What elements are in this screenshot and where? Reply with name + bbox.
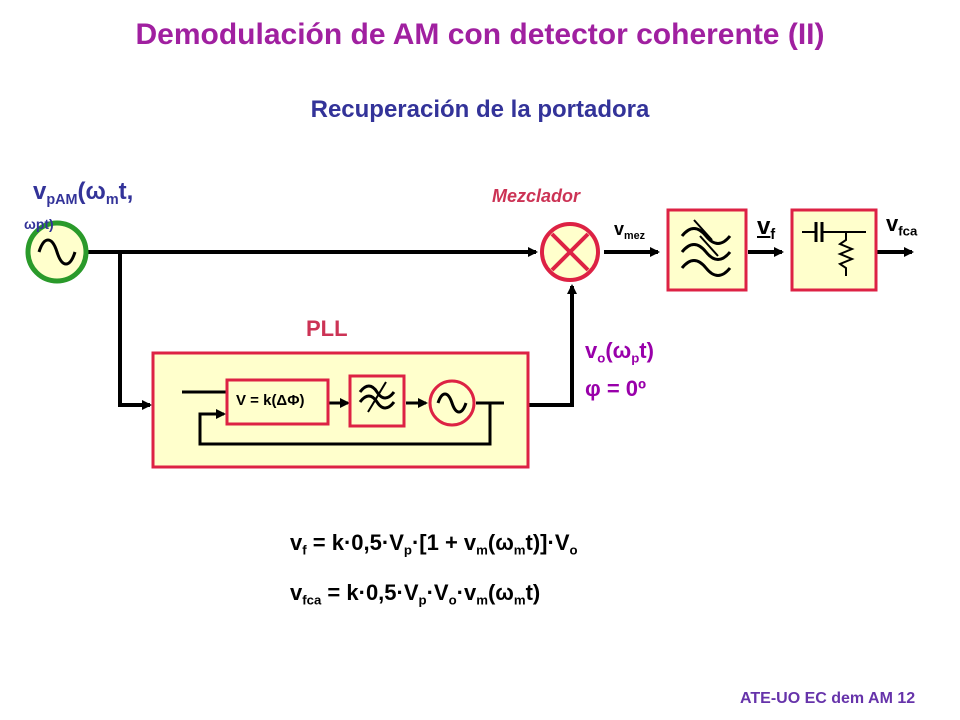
loop-filter-icon [348, 374, 406, 428]
wire-source-to-pll [118, 252, 152, 410]
mixer-label: Mezclador [492, 186, 581, 206]
equation-vfca: vfca = k·0,5·Vp·Vo·vm(ωmt) [290, 580, 541, 608]
dc-block-icon [790, 208, 878, 292]
pll-label: PLL [306, 316, 348, 341]
final-output-label: vfca [886, 211, 918, 239]
lowpass-filter-icon [666, 208, 748, 292]
pll-output-label: vo(ωpt) [585, 338, 654, 366]
equation-vf: vf = k·0,5·Vp·[1 + vm(ωmt)]·Vo [290, 530, 578, 558]
page-title: Demodulación de AM con detector coherent… [135, 18, 825, 51]
mixer-output-label: vmez [614, 219, 646, 242]
mixer-icon [540, 222, 600, 282]
phase-label: φ = 0º [585, 376, 647, 401]
input-signal-label-line2: ωpt) [24, 216, 54, 232]
signal-wires [88, 247, 914, 410]
am-source-icon [25, 220, 89, 284]
vco-icon [428, 379, 476, 427]
wire-pll-to-mixer [528, 284, 577, 407]
phase-detector-block [225, 378, 330, 426]
page-subtitle: Recuperación de la portadora [310, 96, 650, 123]
phase-detector-label: V = k(ΔΦ) [236, 392, 305, 409]
footer-label: ATE-UO EC dem AM 12 [740, 690, 916, 707]
filter-output-label: vf [757, 213, 776, 244]
input-signal-label: vpAM(ωmt, [33, 178, 134, 209]
